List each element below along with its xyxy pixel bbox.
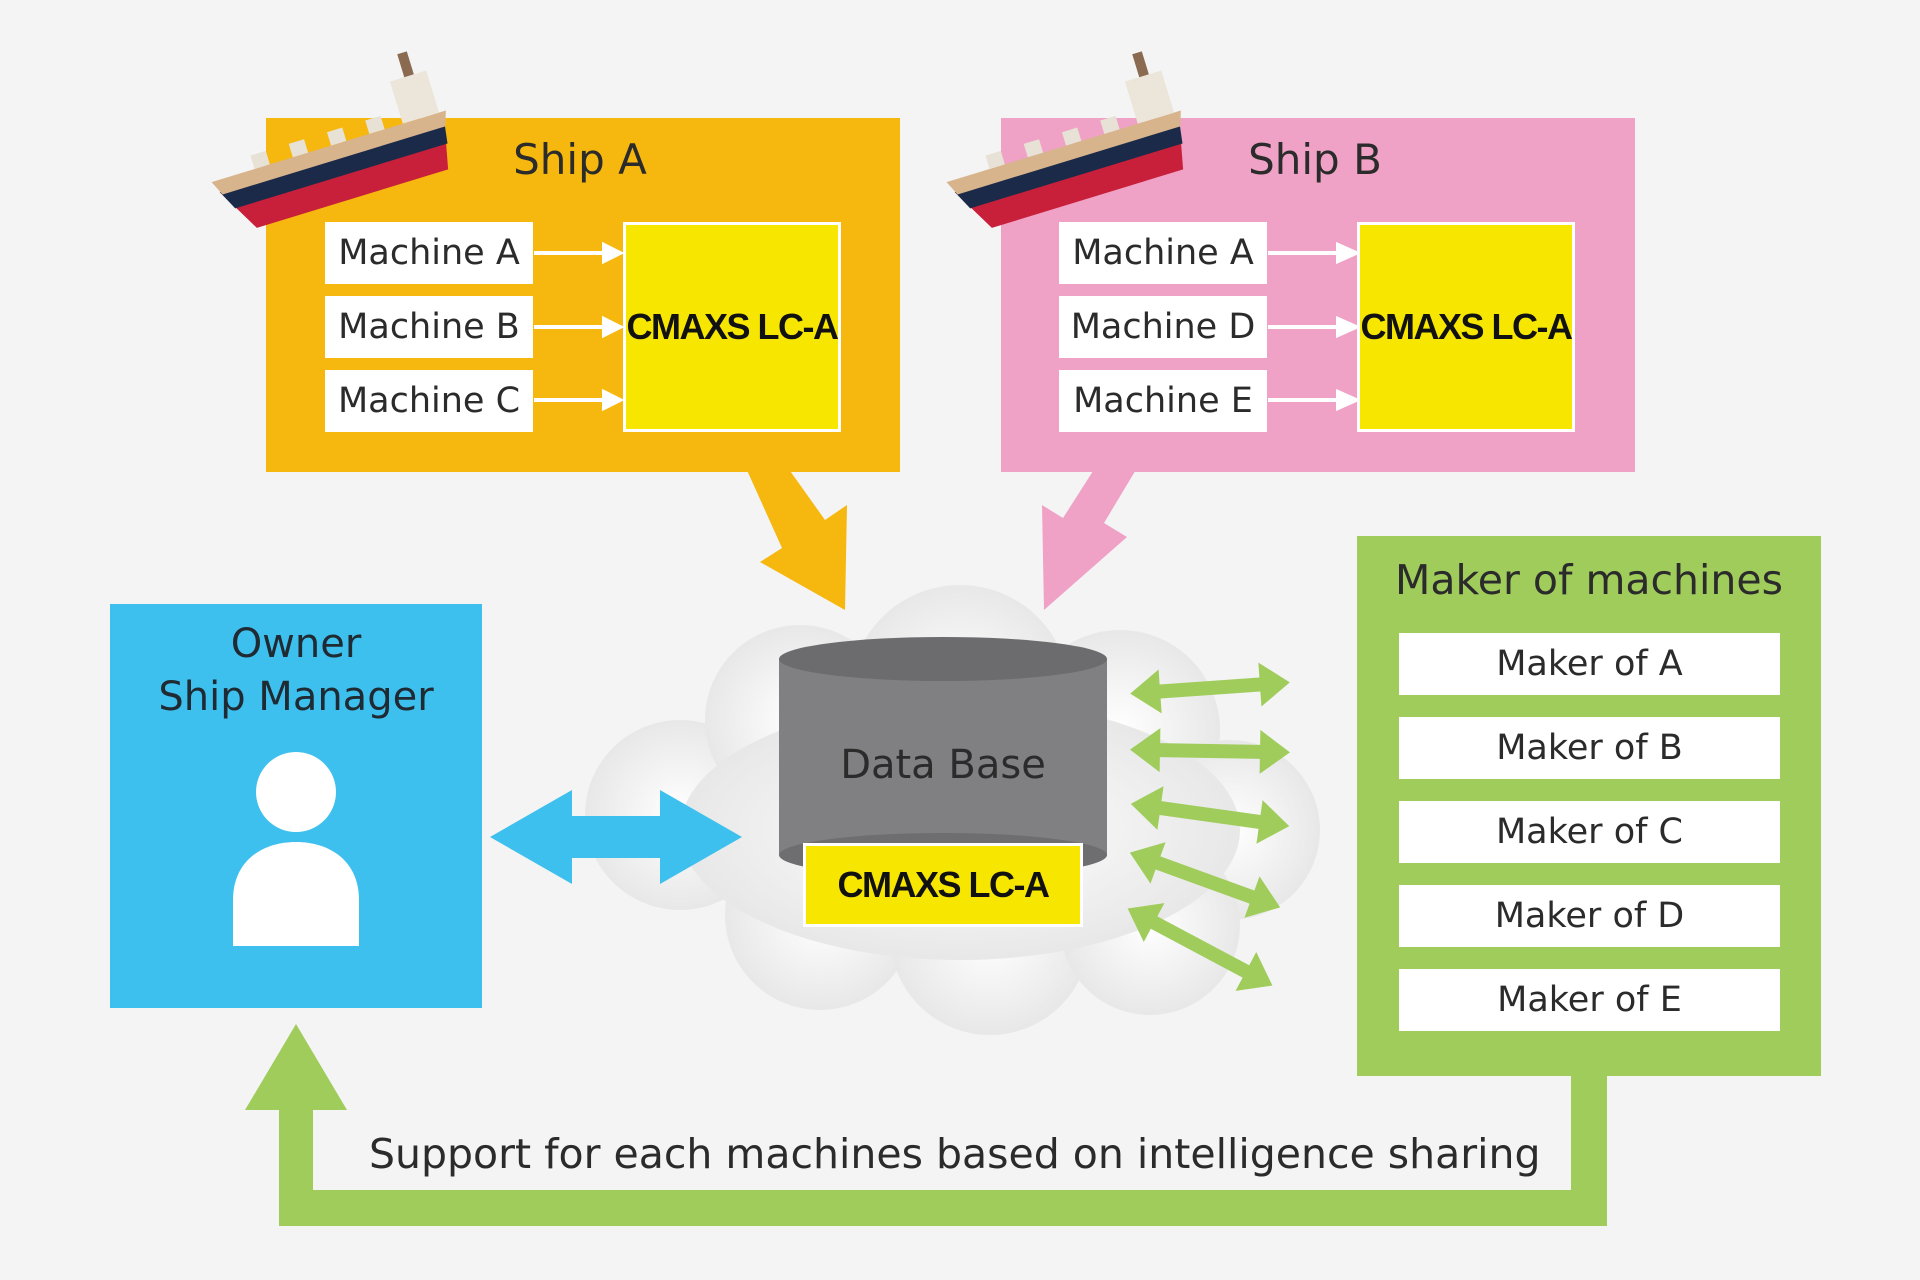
ship-a-title: Ship A <box>513 135 647 184</box>
user-icon <box>233 752 359 946</box>
maker-item-d: Maker of D <box>1399 885 1780 947</box>
owner-title-line2: Ship Manager <box>158 673 434 720</box>
ship-b-title: Ship B <box>1248 135 1382 184</box>
ship-a-machine-2: Machine B <box>325 296 533 358</box>
ship-icon <box>946 51 1184 228</box>
owner-panel: Owner Ship Manager <box>110 604 482 1008</box>
ship-a-upload-arrow <box>746 468 847 610</box>
database-label: Data Base <box>840 742 1046 788</box>
ship-b-cmaxs-device: CMAXS LC-A <box>1357 222 1575 432</box>
ship-b-upload-arrow <box>1042 468 1137 610</box>
db-maker-arrows <box>1127 662 1290 991</box>
ship-b-machine-arrows <box>1268 241 1361 412</box>
maker-item-c: Maker of C <box>1399 801 1780 863</box>
owner-db-arrow <box>490 790 742 884</box>
makers-title: Maker of machines <box>1395 556 1783 604</box>
database-cmaxs-device: CMAXS LC-A <box>803 843 1083 927</box>
ship-a-machine-arrows <box>534 241 625 412</box>
ship-a-machine-3: Machine C <box>325 370 533 432</box>
ship-a-cmaxs-device: CMAXS LC-A <box>623 222 841 432</box>
support-caption: Support for each machines based on intel… <box>369 1130 1541 1178</box>
owner-title: Owner Ship Manager <box>110 618 482 724</box>
ship-a-machine-1: Machine A <box>325 222 533 284</box>
ship-b-machine-2: Machine D <box>1059 296 1267 358</box>
ship-b-machine-3: Machine E <box>1059 370 1267 432</box>
ship-b-machine-1: Machine A <box>1059 222 1267 284</box>
maker-item-b: Maker of B <box>1399 717 1780 779</box>
ship-icon <box>211 51 449 228</box>
maker-item-a: Maker of A <box>1399 633 1780 695</box>
maker-item-e: Maker of E <box>1399 969 1780 1031</box>
owner-title-line1: Owner <box>230 621 362 667</box>
support-feedback-arrow <box>245 1024 1607 1226</box>
